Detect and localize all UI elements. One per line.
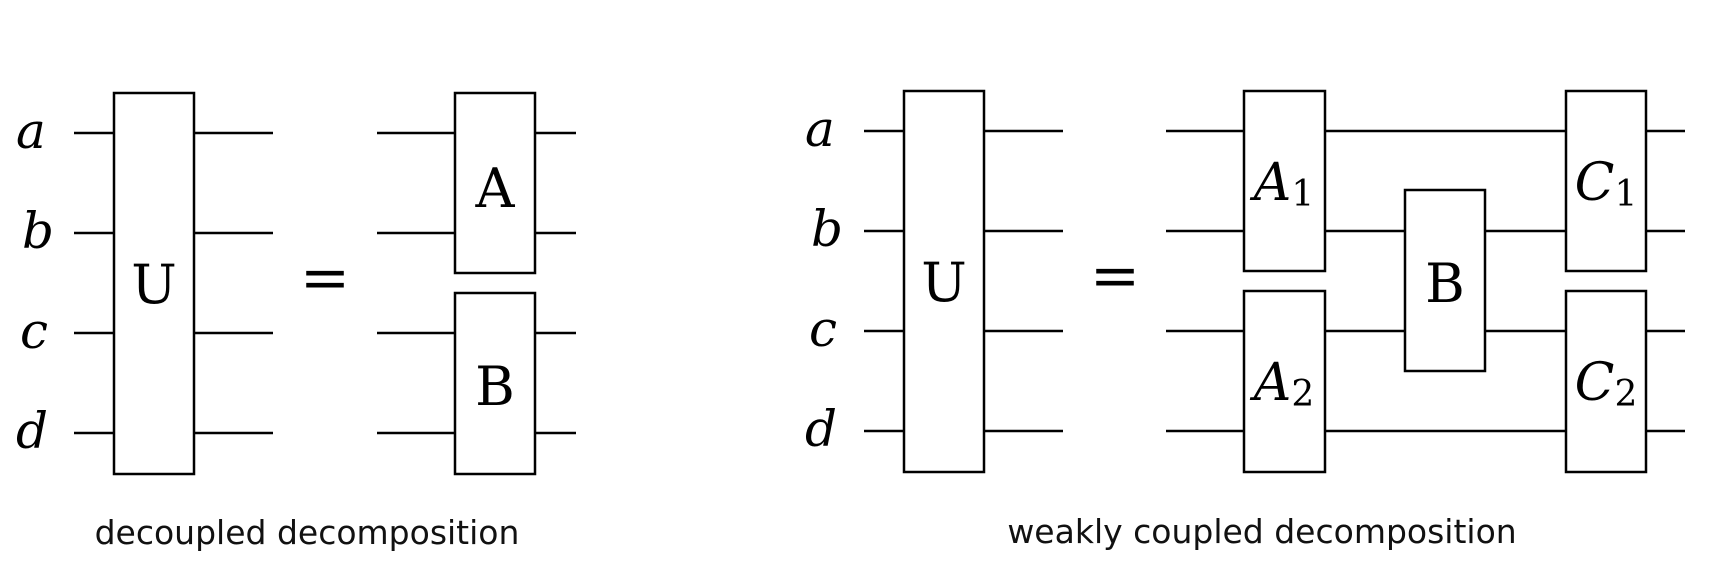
equals-sign: = <box>1090 241 1140 311</box>
qubit-label-a: a <box>16 102 46 160</box>
qubit-label-d: d <box>805 400 837 458</box>
caption-weakly-coupled: weakly coupled decomposition <box>1007 512 1516 551</box>
gate-b-label: B <box>475 355 515 418</box>
qubit-label-b: b <box>811 200 843 258</box>
gate-u-label: U <box>921 251 967 314</box>
qubit-label-c: c <box>20 302 48 360</box>
qubit-label-d: d <box>16 402 48 460</box>
weakly-coupled-diagram: a b c d U = A1 A2 B <box>805 89 1685 551</box>
caption-decoupled: decoupled decomposition <box>95 513 520 552</box>
gate-a-label: A <box>475 157 516 220</box>
gate-a2-label: A2 <box>1250 353 1314 415</box>
gate-c2: C2 <box>1564 289 1648 474</box>
qubit-label-c: c <box>809 300 837 358</box>
gate-c1-label: C1 <box>1575 153 1638 215</box>
gate-b: B <box>1403 188 1487 373</box>
gate-u: U <box>112 91 196 476</box>
gate-a1: A1 <box>1242 89 1327 273</box>
gate-c1: C1 <box>1564 89 1648 273</box>
equals-sign: = <box>300 243 350 313</box>
gate-u: U <box>902 89 986 474</box>
gate-b-label: B <box>1425 252 1465 315</box>
gate-a1-label: A1 <box>1250 153 1314 215</box>
gate-a2: A2 <box>1242 289 1327 474</box>
gate-u-label: U <box>131 253 177 316</box>
decoupled-diagram: a b c d U = A B decoupled decomposi <box>16 91 576 552</box>
qubit-label-b: b <box>22 202 54 260</box>
gate-a: A <box>453 91 537 275</box>
qubit-label-a: a <box>805 100 835 158</box>
gate-c2-label: C2 <box>1575 353 1638 415</box>
gate-b: B <box>453 291 537 476</box>
